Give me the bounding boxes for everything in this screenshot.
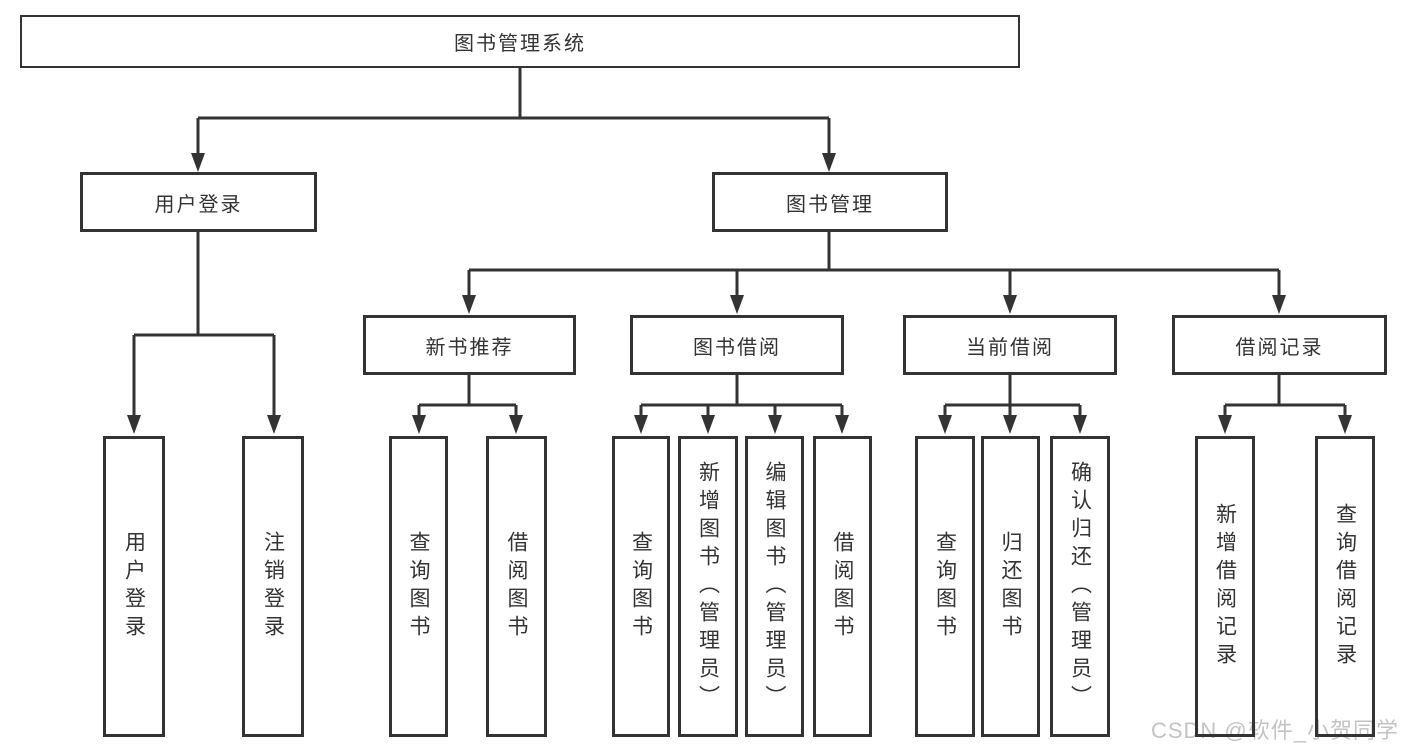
- leaf-query-books-borrow: 查询图书: [612, 436, 670, 737]
- leaf-return-books: 归还图书: [981, 436, 1040, 737]
- leaf-query-books-current: 查询图书: [915, 436, 975, 737]
- leaf-user-login: 用户登录: [103, 436, 165, 737]
- leaf-logout: 注销登录: [242, 436, 304, 737]
- node-book-management: 图书管理: [712, 172, 948, 232]
- node-user-login: 用户登录: [80, 172, 317, 232]
- leaf-borrow-books-recommend: 借阅图书: [486, 436, 547, 737]
- watermark: CSDN @软件_小贺同学: [1150, 718, 1399, 743]
- node-current-borrow: 当前借阅: [903, 315, 1117, 375]
- leaf-query-books-recommend: 查询图书: [389, 436, 448, 737]
- node-library-management-system: 图书管理系统: [20, 15, 1020, 68]
- leaf-edit-books-admin: 编辑图书（管理员）: [745, 436, 804, 737]
- leaf-borrow-books-borrow: 借阅图书: [813, 436, 872, 737]
- leaf-query-borrow-record: 查询借阅记录: [1315, 436, 1375, 737]
- arrowheads: [127, 153, 1352, 434]
- leaf-add-books-admin: 新增图书（管理员）: [678, 436, 738, 737]
- node-book-borrow: 图书借阅: [630, 315, 844, 375]
- leaf-confirm-return-admin: 确认归还（管理员）: [1050, 436, 1110, 737]
- node-new-book-recommend: 新书推荐: [363, 315, 576, 375]
- leaf-add-borrow-record: 新增借阅记录: [1195, 436, 1255, 737]
- node-borrow-records: 借阅记录: [1172, 315, 1387, 375]
